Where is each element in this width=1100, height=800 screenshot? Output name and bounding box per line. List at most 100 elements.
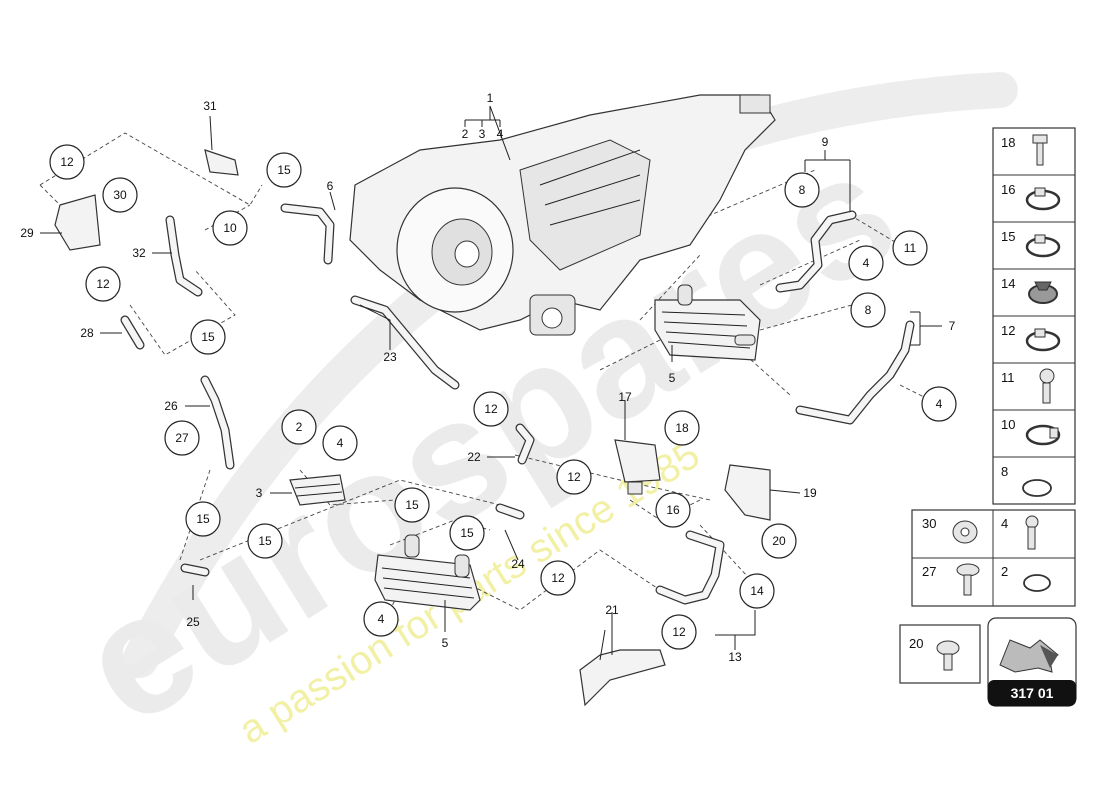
stud-icon: [1039, 368, 1055, 404]
callout-15-d: 15: [405, 498, 419, 512]
callout-3-b: 3: [256, 486, 263, 500]
callout-bubble-4d: [848, 245, 884, 281]
callout-bubble-12e: [540, 560, 576, 596]
callout-29: 29: [20, 226, 34, 240]
callout-20: 20: [772, 534, 786, 548]
arrow-icon: [999, 639, 1059, 673]
legend-item-15: 15: [1001, 229, 1015, 244]
callout-23: 23: [383, 350, 397, 364]
spring-clip-icon: [1028, 281, 1058, 304]
callout-bubble-15d: [394, 487, 430, 523]
callout-6: 6: [327, 179, 334, 193]
callout-15-a: 15: [277, 163, 291, 177]
callout-2: 2: [462, 127, 469, 141]
legend-item-4: 4: [1001, 516, 1008, 531]
legend-item-10: 10: [1001, 417, 1015, 432]
callout-bubble-12b: [85, 266, 121, 302]
legend-item-20: 20: [909, 636, 923, 651]
washer-icon: [1023, 574, 1051, 592]
callout-30: 30: [113, 188, 127, 202]
callout-3: 3: [479, 127, 486, 141]
callout-26: 26: [164, 399, 178, 413]
callout-bubble-15c: [185, 501, 221, 537]
callout-12-c: 12: [484, 402, 498, 416]
callout-bubble-15b: [190, 319, 226, 355]
callout-15-e: 15: [258, 534, 272, 548]
callout-7: 7: [949, 319, 956, 333]
legend-item-14: 14: [1001, 276, 1015, 291]
callout-10: 10: [223, 221, 237, 235]
callout-15-f: 15: [460, 526, 474, 540]
transmission-housing: [349, 94, 776, 336]
callout-4-e: 4: [936, 397, 943, 411]
callout-21: 21: [605, 603, 619, 617]
small-parts: [54, 149, 771, 707]
seal-ring-icon: [1022, 479, 1052, 497]
legend-item-30: 30: [922, 516, 936, 531]
callout-16: 16: [666, 503, 680, 517]
callout-25: 25: [186, 615, 200, 629]
callout-bubble-20: [761, 523, 797, 559]
callout-27: 27: [175, 431, 189, 445]
callout-bubble-18: [664, 410, 700, 446]
bolt-icon: [1032, 134, 1048, 166]
legend-item-11: 11: [1001, 370, 1015, 385]
legend-item-18: 18: [1001, 135, 1015, 150]
callout-bubble-12c: [473, 391, 509, 427]
callout-bubble-14: [739, 573, 775, 609]
callout-13: 13: [728, 650, 742, 664]
callout-11: 11: [904, 241, 917, 255]
callout-19: 19: [803, 486, 817, 500]
callout-bubble-27: [164, 420, 200, 456]
callout-bubble-16: [655, 492, 691, 528]
bolt-icon: [1025, 515, 1039, 550]
oil-cooler-lower: [374, 534, 481, 611]
fastener-legend: 18 16 15 14 12 11 10 8: [899, 127, 1077, 707]
callout-9: 9: [822, 135, 829, 149]
legend-item-16: 16: [1001, 182, 1015, 197]
callout-4-b: 4: [337, 436, 344, 450]
callout-15-b: 15: [201, 330, 215, 344]
callout-5-a: 5: [669, 371, 676, 385]
callout-bubble-12: [49, 144, 85, 180]
callout-bubble-12f: [661, 614, 697, 650]
callout-bubble-10: [212, 210, 248, 246]
callout-12-e: 12: [551, 571, 565, 585]
callout-bubble-12d: [556, 459, 592, 495]
reference-page: 317 01: [1011, 685, 1054, 701]
callout-2-b: 2: [296, 420, 303, 434]
callout-12-d: 12: [567, 470, 581, 484]
callout-bubble-4e: [921, 386, 957, 422]
callout-1: 1: [487, 91, 494, 105]
callout-bubble-4: [322, 425, 358, 461]
callout-12-a: 12: [60, 155, 74, 169]
callout-32: 32: [132, 246, 146, 260]
screw-icon: [956, 563, 980, 596]
hose-clamp-icon: [1025, 328, 1061, 352]
callout-12-b: 12: [96, 277, 110, 291]
callout-bubble-15: [266, 152, 302, 188]
legend-item-8: 8: [1001, 464, 1008, 479]
legend-item-2: 2: [1001, 564, 1008, 579]
callout-4-c: 4: [378, 612, 385, 626]
callout-bubble-15e: [247, 523, 283, 559]
callout-bubble-4c: [363, 601, 399, 637]
flange-bolt-icon: [936, 640, 960, 671]
callout-8-a: 8: [799, 183, 806, 197]
hoses: [120, 203, 915, 605]
callout-31: 31: [203, 99, 217, 113]
callout-bubble-2: [281, 409, 317, 445]
callout-18: 18: [675, 421, 689, 435]
thermostat-17: [614, 439, 661, 495]
callout-8-b: 8: [865, 303, 872, 317]
callout-22: 22: [467, 450, 481, 464]
callout-5-b: 5: [442, 636, 449, 650]
hose-clamp-icon: [1025, 187, 1061, 211]
legend-item-12: 12: [1001, 323, 1015, 338]
callout-17: 17: [618, 390, 632, 404]
callout-bubble-30: [102, 177, 138, 213]
oil-cooler-right: [654, 284, 761, 361]
hose-clamp-icon: [1025, 234, 1061, 258]
